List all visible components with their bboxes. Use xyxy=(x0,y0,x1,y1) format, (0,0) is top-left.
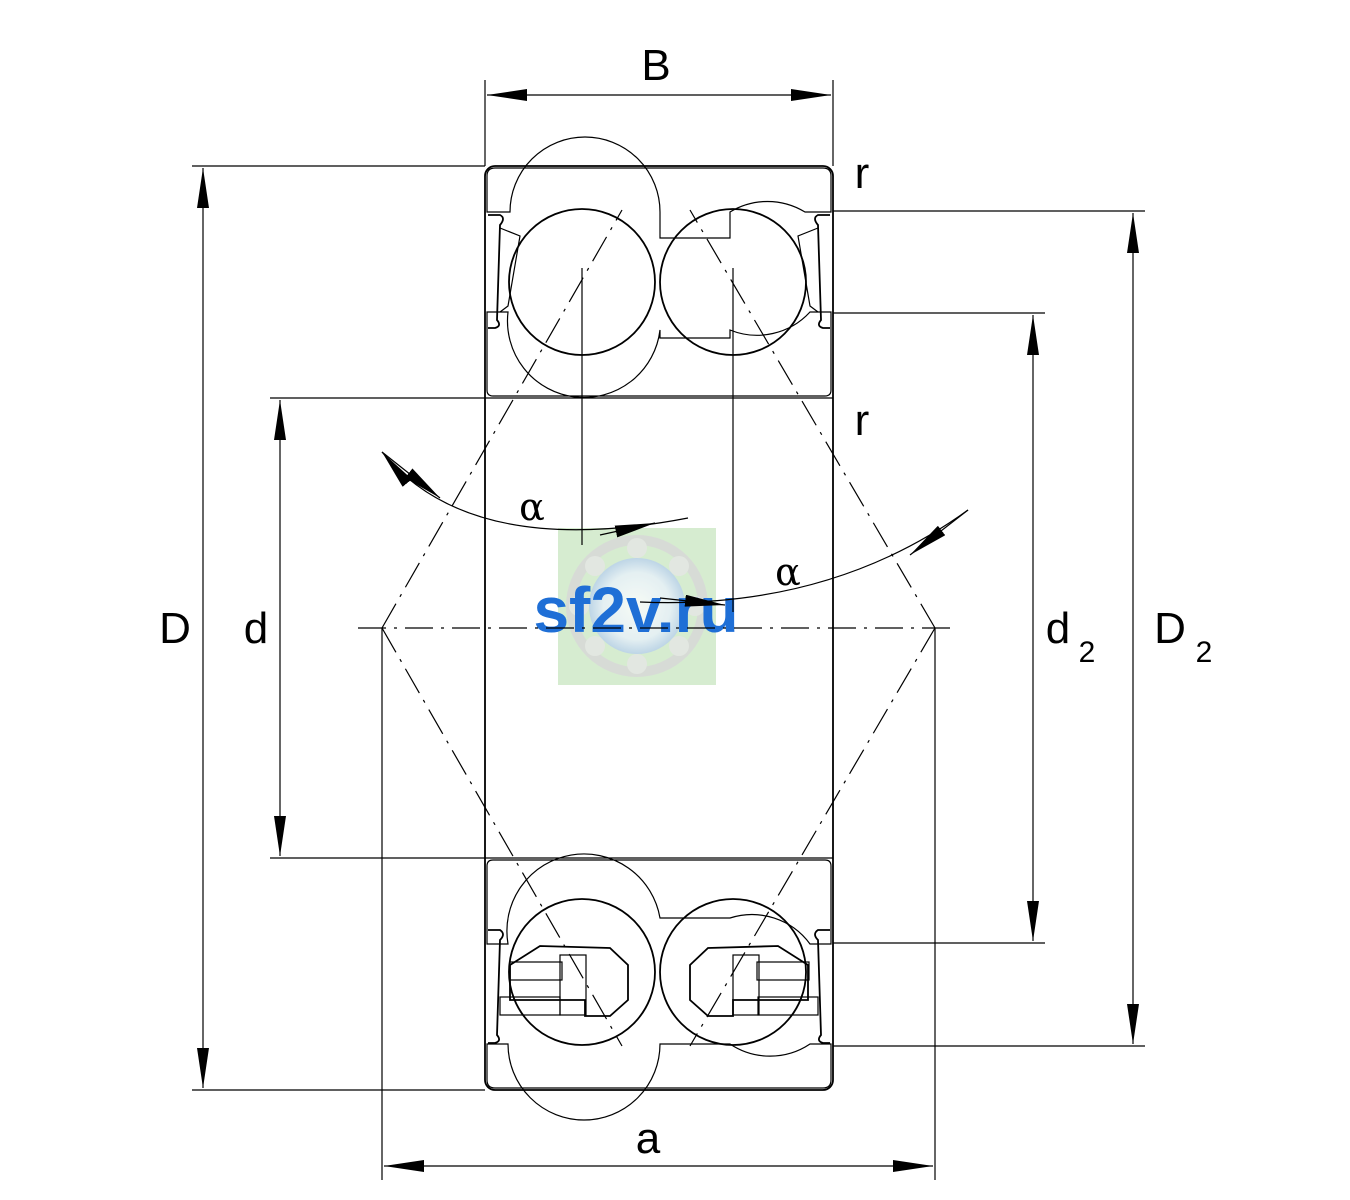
inner-ring-bottom xyxy=(486,853,832,945)
label-d: d xyxy=(244,604,268,653)
label-r-mid: r xyxy=(855,396,870,445)
cage-crosshatch-right xyxy=(732,954,760,1016)
outer-ring-top xyxy=(486,136,832,239)
cage-crosshatch-left xyxy=(559,954,587,1016)
label-a: a xyxy=(636,1114,661,1163)
label-B: B xyxy=(641,41,670,90)
contact-line-left-lower xyxy=(381,627,623,1047)
seal-crosshatch-bottom-left xyxy=(499,996,561,1016)
ball-bottom-left xyxy=(508,898,656,1046)
seal-lip-top-left xyxy=(499,227,521,313)
bearing-logo-icon xyxy=(566,535,708,677)
label-r-top: r xyxy=(855,149,870,198)
cage-bottom-left xyxy=(509,945,629,1017)
watermark: sf2v.ru xyxy=(533,528,739,685)
bearing-section xyxy=(484,136,834,1121)
construction-lines xyxy=(358,209,958,1047)
ball-bottom-right xyxy=(659,898,807,1046)
contact-line-right-lower xyxy=(689,627,936,1047)
label-alpha-left: α xyxy=(519,485,545,529)
inner-ring-top xyxy=(486,311,832,399)
alpha-arrow-left-inner xyxy=(599,522,656,538)
outer-ring-bottom xyxy=(486,1043,832,1121)
alpha-arrow-right-inner xyxy=(659,594,726,607)
cage-crosshatch-right-upper xyxy=(756,961,810,981)
seal-top-right xyxy=(814,214,830,329)
alpha-arcs xyxy=(381,451,969,607)
seal-bottom-left xyxy=(488,929,504,1044)
seal-lip-top-right xyxy=(797,227,819,313)
labels: B D d d 2 D 2 a r r α α xyxy=(159,41,1212,1163)
alpha-arrow-left-outer xyxy=(381,451,441,499)
seal-crosshatch-bottom-right xyxy=(757,996,819,1016)
watermark-text: sf2v.ru xyxy=(533,574,738,646)
dimensions xyxy=(192,80,1145,1180)
contact-line-right-upper xyxy=(689,209,936,629)
alpha-arrow-right-outer xyxy=(909,509,969,556)
seal-bottom-right xyxy=(814,929,830,1044)
cage-bottom-right xyxy=(689,945,809,1017)
label-d2-subscript: 2 xyxy=(1079,636,1096,669)
label-alpha-right: α xyxy=(775,550,801,594)
seal-top-left xyxy=(488,214,504,329)
label-D2: D xyxy=(1154,604,1186,653)
label-D2-subscript: 2 xyxy=(1196,636,1213,669)
label-D: D xyxy=(159,604,191,653)
label-d2: d xyxy=(1046,604,1070,653)
cage-crosshatch-left-upper xyxy=(509,961,563,981)
